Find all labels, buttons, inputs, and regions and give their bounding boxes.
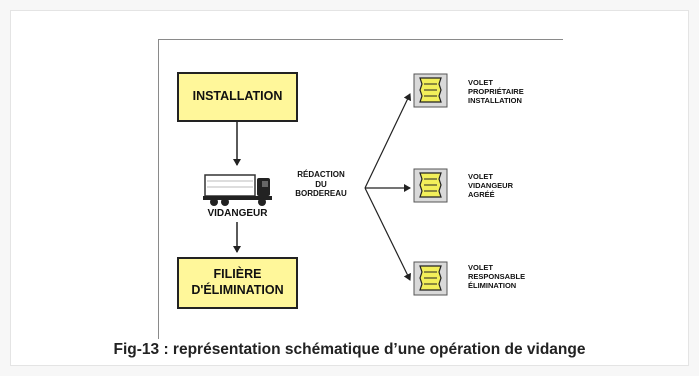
volet-vidangeur-label: VOLET VIDANGEUR AGRÉÉ (468, 172, 514, 199)
filiere-box: FILIÈRE D'ÉLIMINATION (177, 257, 298, 309)
installation-label: INSTALLATION (192, 89, 283, 104)
document-icon (413, 168, 448, 203)
arrow-to-volet-3 (364, 187, 411, 281)
arrow-to-volet-1 (364, 93, 412, 189)
redaction-label: RÉDACTION DU BORDEREAU (295, 170, 347, 199)
filiere-label: FILIÈRE D'ÉLIMINATION (191, 267, 284, 297)
installation-box: INSTALLATION (177, 72, 298, 122)
truck-icon (203, 174, 272, 206)
figure-caption: Fig-13 : représentation schématique d’un… (113, 341, 586, 358)
volet-proprietaire-label: VOLET PROPRIÉTAIRE INSTALLATION (468, 78, 524, 105)
truck-label: VIDANGEUR (207, 208, 268, 219)
document-icon (413, 73, 448, 108)
document-icon (413, 261, 448, 296)
volet-responsable-label: VOLET RESPONSABLE ÉLIMINATION (468, 263, 526, 290)
